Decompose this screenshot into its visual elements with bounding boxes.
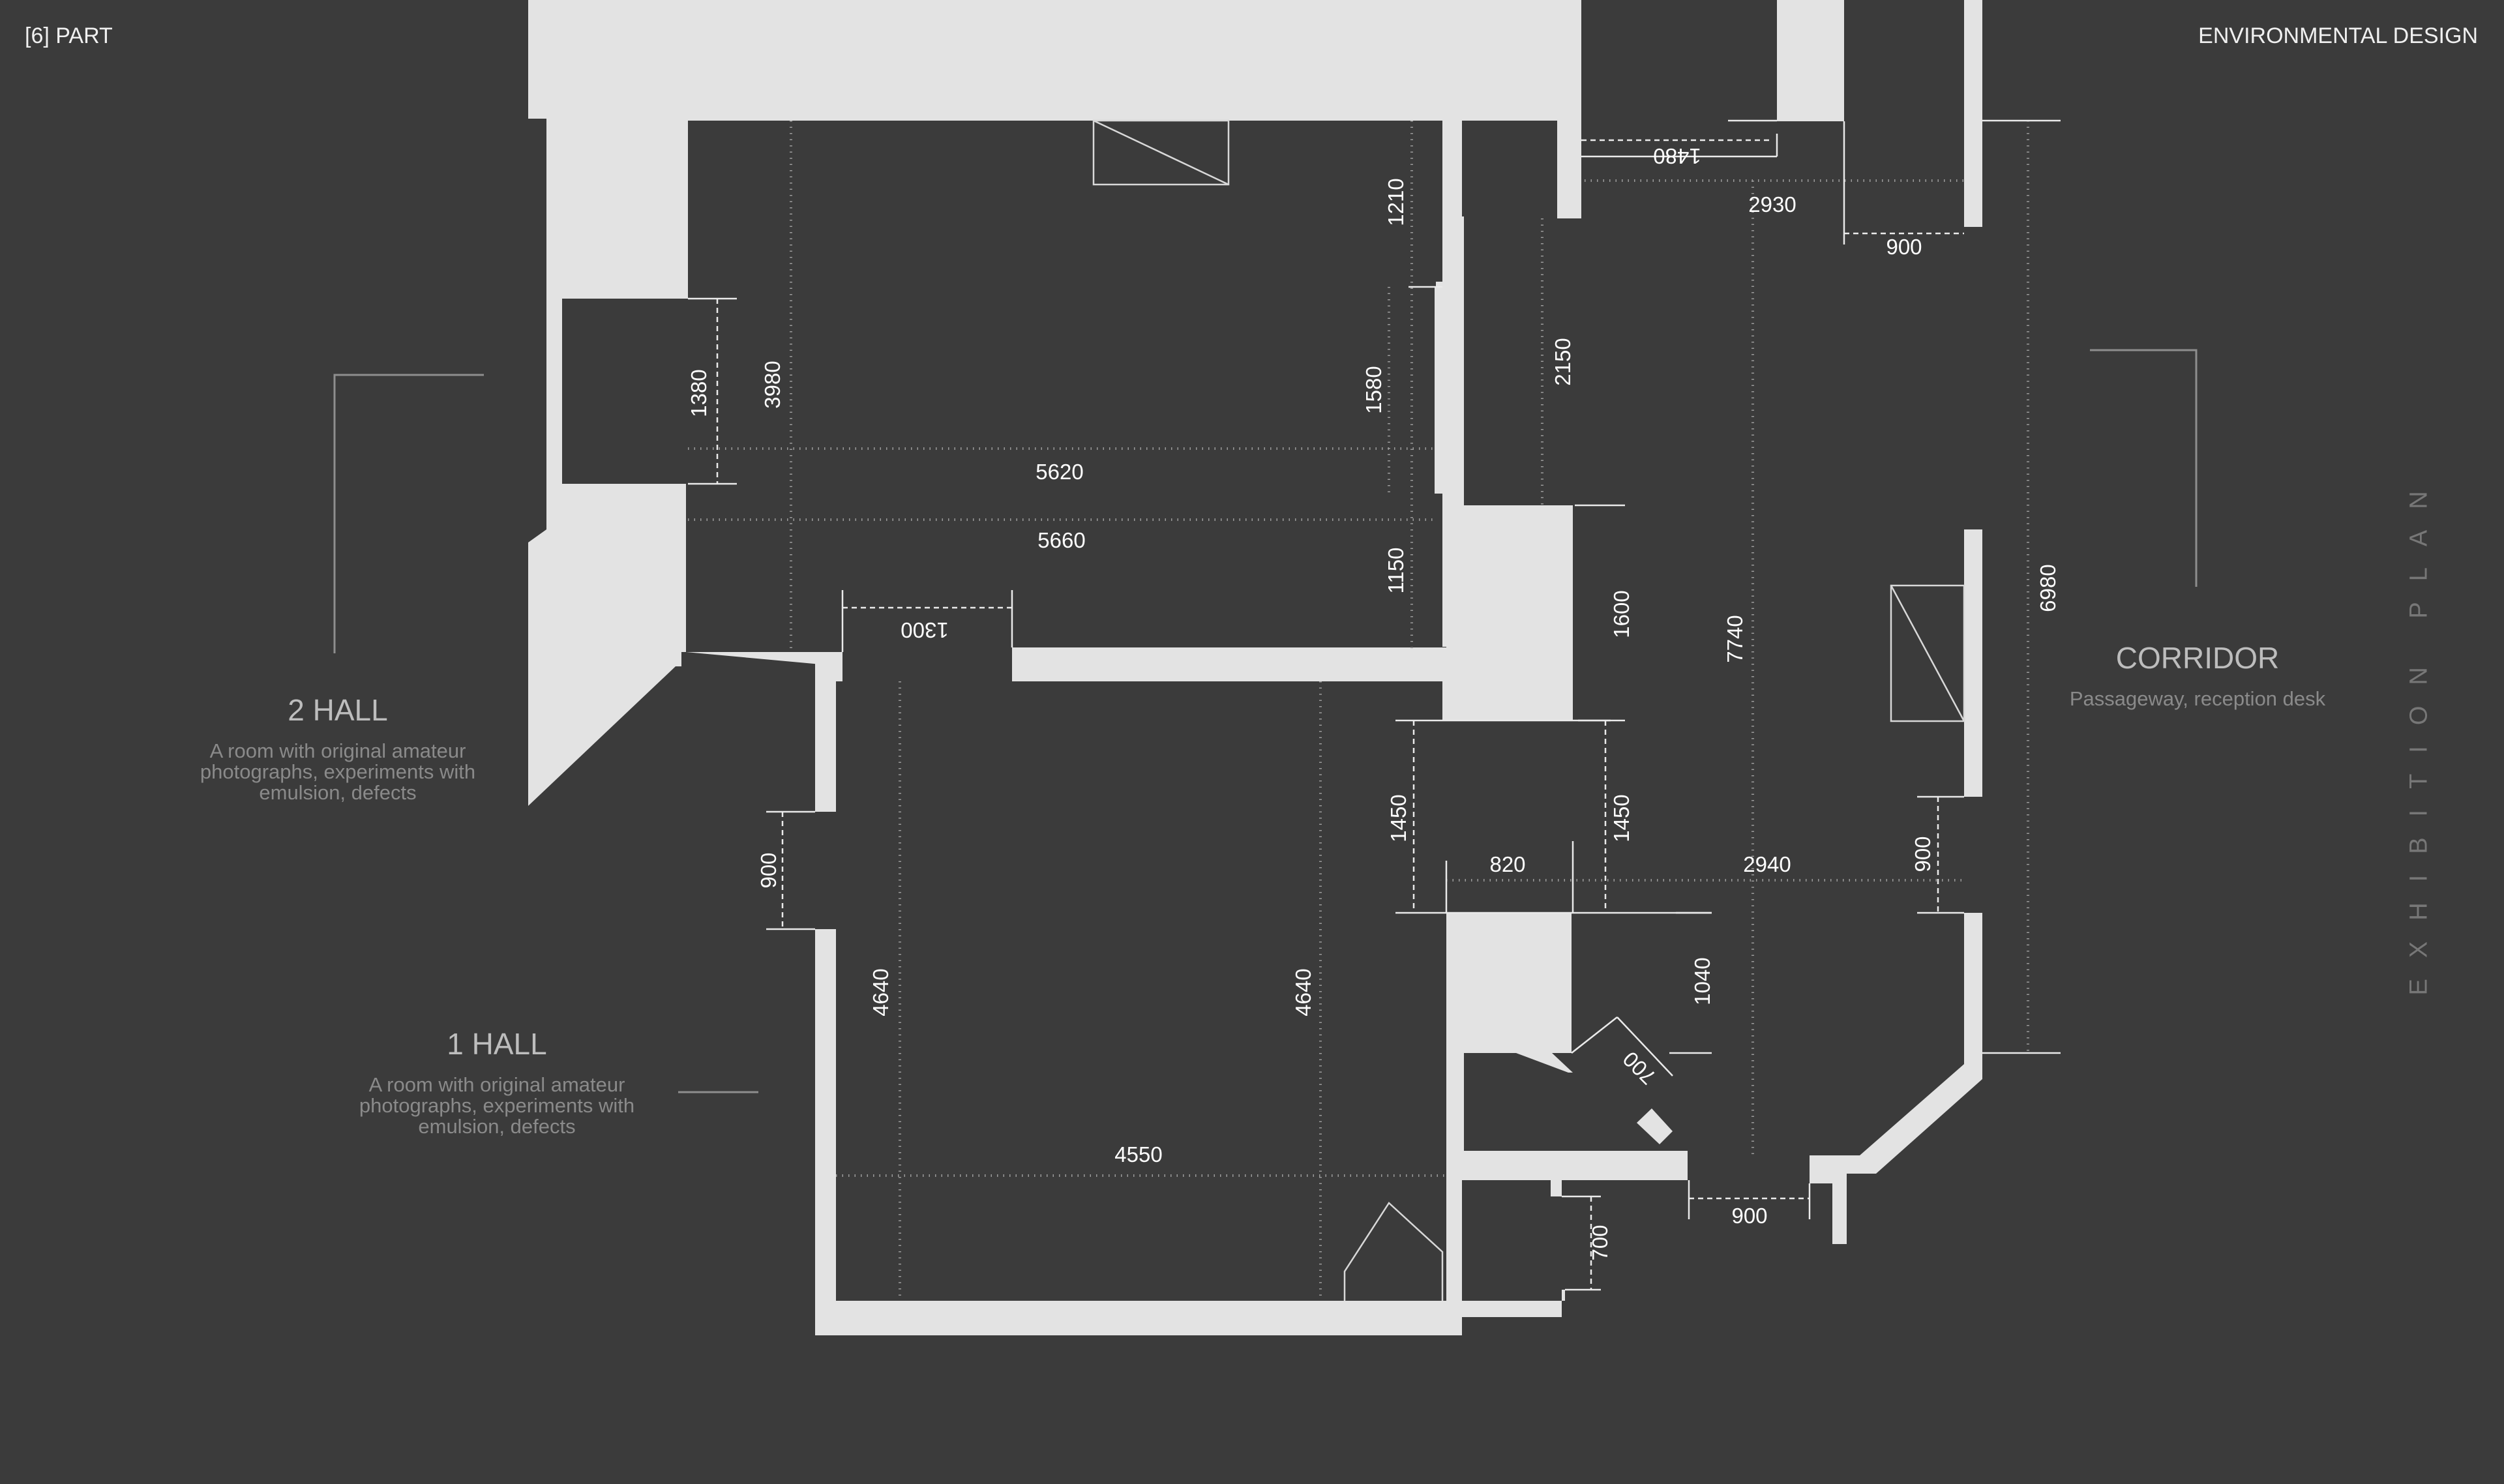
dim-2940: 2940: [1743, 852, 1791, 876]
leader-corridor: [2090, 349, 2198, 587]
hall-1-description: A room with original amateur photographs…: [359, 1073, 635, 1138]
dim-2930: 2930: [1748, 192, 1796, 216]
dim-1210: 1210: [1384, 178, 1408, 226]
dimension-lines: [688, 119, 2061, 1291]
dim-820: 820: [1489, 852, 1525, 876]
dim-1480: 1480: [1653, 144, 1701, 168]
cabinet-top: [1092, 119, 1230, 186]
wall-lower-block: [1446, 913, 1688, 1301]
dim-1580: 1580: [1362, 366, 1386, 413]
dim-1300: 1300: [901, 618, 948, 642]
dimension-ticks: [688, 121, 2029, 1301]
dim-5660: 5660: [1037, 528, 1085, 552]
hall-1-title: 1 HALL: [447, 1027, 547, 1061]
dim-7740: 7740: [1723, 615, 1747, 662]
dim-1450-right: 1450: [1609, 794, 1633, 842]
cabinet-top-diagonal: [1093, 119, 1229, 186]
dim-900-right: 900: [1911, 836, 1935, 872]
wall-corridor-east: [1964, 529, 1982, 797]
dim-2150: 2150: [1551, 338, 1575, 385]
dim-1040: 1040: [1690, 957, 1714, 1005]
dim-700-bottom: 700: [1588, 1224, 1612, 1260]
dim-4640-left: 4640: [869, 968, 893, 1016]
leader-hall-2: [333, 374, 484, 653]
leader-lines: [333, 349, 2198, 1093]
hall-2-description: A room with original amateur photographs…: [200, 739, 476, 804]
dim-1600: 1600: [1609, 590, 1633, 638]
door-swing-bottom: [1343, 1202, 1444, 1301]
dim-4550: 4550: [1114, 1142, 1162, 1166]
part-label: [6] PART: [25, 23, 113, 48]
dim-900-bottom: 900: [1731, 1204, 1767, 1228]
dimension-labels: 1480 2930 900 1210 1380 3980 1580 2150 5…: [687, 144, 2060, 1261]
dim-1380: 1380: [687, 369, 711, 417]
dim-5620: 5620: [1036, 460, 1083, 484]
dim-900-top: 900: [1886, 235, 1922, 259]
corridor-description: Passageway, reception desk: [2069, 687, 2326, 710]
wall-hall2-north-west: [528, 0, 1581, 806]
hall-2-title: 2 HALL: [288, 693, 388, 727]
wall-hall-divider-right: [1012, 647, 1446, 720]
dim-4640-right: 4640: [1291, 968, 1315, 1016]
dim-6980: 6980: [2036, 564, 2060, 612]
wall-stub-top: [1557, 121, 1581, 218]
wall-hall-divider: [686, 652, 842, 681]
walls: [528, 0, 1982, 1335]
wall-top-right-post: [1964, 0, 1982, 227]
wall-top-right-block: [1777, 0, 1844, 121]
wall-hall2-east: [1436, 121, 1464, 287]
cabinet-corridor-diagonal: [1890, 585, 1965, 722]
wall-hall1-outer: [815, 652, 842, 812]
dim-700-diagonal: 700: [1618, 1047, 1660, 1090]
dim-1150: 1150: [1384, 548, 1408, 594]
corridor-title: CORRIDOR: [2115, 641, 2280, 675]
wall-hall2-east-lower: [1435, 287, 1573, 720]
dim-1450-left: 1450: [1386, 794, 1410, 842]
cabinet-corridor: [1890, 584, 1965, 722]
section-label: ENVIRONMENTAL DESIGN: [2198, 23, 2478, 48]
dim-900-left: 900: [756, 852, 781, 888]
dim-3980: 3980: [760, 361, 784, 408]
wall-diagonal-stub: [1637, 1108, 1673, 1144]
fixtures: [1092, 119, 1965, 1301]
wall-corridor-east-lower: [1810, 913, 1982, 1244]
